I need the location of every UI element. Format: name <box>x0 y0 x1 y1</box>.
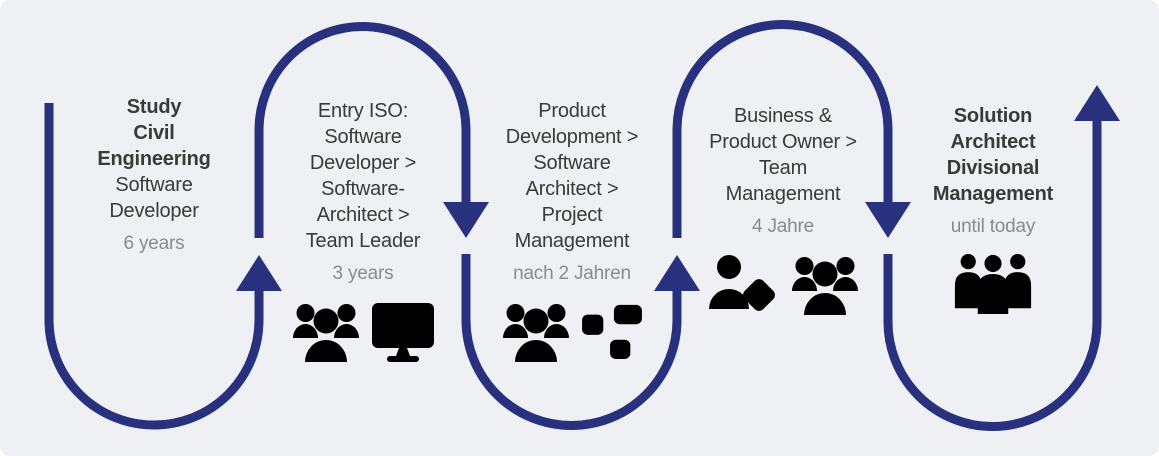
arrowhead-up-3 <box>654 255 700 291</box>
stage-title: Study Civil Engineering Software Develop… <box>57 94 251 224</box>
stage-title-line: Product Owner > <box>709 131 857 153</box>
stage-duration: 3 years <box>332 263 394 284</box>
user-tag-icon <box>709 253 779 315</box>
career-stage-5: Solution Architect Divisional Management… <box>896 103 1090 314</box>
career-stage-2: Entry ISO: Software Developer > Software… <box>266 98 460 362</box>
stage-title-line: Software <box>324 126 402 148</box>
stage-title-line: Project <box>541 204 603 226</box>
stage-title-line: Entry ISO: <box>317 100 409 122</box>
stage-title-line: Team <box>758 157 808 179</box>
career-stage-4: Business & Product Owner > Team Manageme… <box>686 103 880 315</box>
stage-title-line: Developer > <box>309 152 417 174</box>
stage-duration: 4 Jahre <box>752 216 814 237</box>
arrowhead-down-2 <box>443 202 489 238</box>
stage-title-line: Civil <box>133 122 175 144</box>
career-stage-3: Product Development > Software Architect… <box>475 98 669 362</box>
stage-title-line: Management <box>725 183 841 205</box>
stage-title-line: Business & <box>733 105 833 127</box>
arrowhead-up-1 <box>236 255 282 291</box>
stage-icons <box>293 300 434 362</box>
flow-segment-2 <box>254 22 471 238</box>
stage-title-line: Software- <box>321 178 405 200</box>
network-icon <box>582 303 642 359</box>
stage-title-line: Study <box>126 96 182 118</box>
arrowhead-up-5 <box>1074 85 1120 121</box>
flow-segment-1 <box>44 103 264 430</box>
arrowhead-down-4 <box>865 202 911 238</box>
flow-segment-5 <box>883 121 1102 431</box>
stage-title: Solution Architect Divisional Management <box>896 103 1090 207</box>
stage-title-line: Architect > <box>525 178 619 200</box>
stage-title-line: Architect <box>950 131 1036 153</box>
stage-duration: nach 2 Jahren <box>513 263 631 284</box>
stage-icons <box>503 300 642 362</box>
stage-title-line: Management <box>932 183 1054 205</box>
stage-title-line: Management <box>514 230 630 252</box>
stage-title-line: Software <box>115 174 193 196</box>
stage-title: Business & Product Owner > Team Manageme… <box>686 103 880 207</box>
stage-title-line: Developer <box>109 200 199 222</box>
stage-title-line: Software <box>533 152 611 174</box>
team-icon <box>293 300 359 362</box>
stage-icons <box>709 253 858 315</box>
stage-title: Product Development > Software Architect… <box>475 98 669 254</box>
stage-title-line: Engineering <box>97 148 211 170</box>
team-icon <box>503 300 569 362</box>
stage-title-line: Solution <box>953 105 1033 127</box>
career-stage-1: Study Civil Engineering Software Develop… <box>57 94 251 254</box>
stage-title-line: Architect > <box>316 204 410 226</box>
crowd-icon <box>953 253 1033 314</box>
flow-segment-3 <box>461 254 682 430</box>
flow-segment-4 <box>672 20 893 238</box>
stage-title: Entry ISO: Software Developer > Software… <box>266 98 460 254</box>
stage-title-line: Divisional <box>946 157 1040 179</box>
stage-duration: 6 years <box>123 233 185 254</box>
stage-title-line: Development > <box>505 126 639 148</box>
stage-title-line: Team Leader <box>305 230 421 252</box>
team-icon <box>792 253 858 315</box>
stage-duration: until today <box>950 216 1036 237</box>
monitor-code-icon <box>372 300 434 362</box>
stage-icons <box>953 253 1033 314</box>
stage-title-line: Product <box>538 100 606 122</box>
